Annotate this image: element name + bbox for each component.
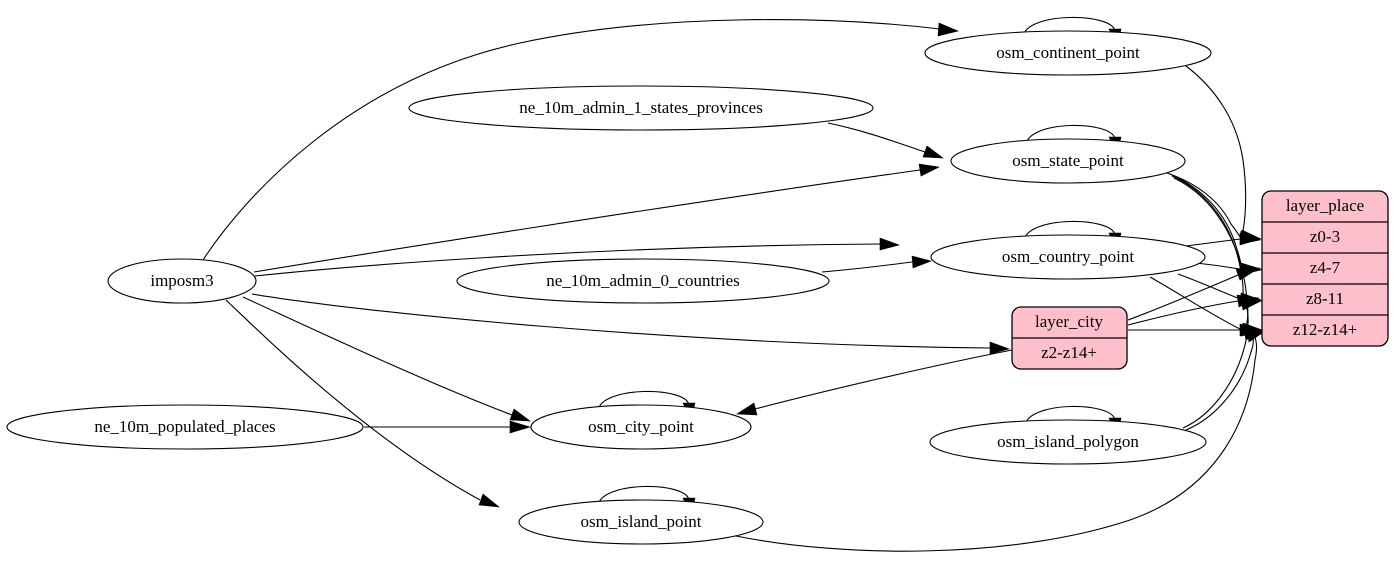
arrowhead bbox=[509, 420, 532, 434]
edge-layer-city-to-layer-place-z8-11 bbox=[1127, 300, 1239, 326]
node-osm-country-point[interactable]: osm_country_point bbox=[930, 234, 1206, 280]
node-osm-island-point[interactable]: osm_island_point bbox=[518, 499, 764, 545]
node-shape-ellipse[interactable] bbox=[924, 30, 1212, 76]
edge-osm-island-polygon-to-layer-place-z12-z14 bbox=[1185, 331, 1254, 431]
node-shape-ellipse[interactable] bbox=[6, 404, 364, 450]
arrowhead bbox=[1235, 267, 1261, 281]
edge-osm-country-point-to-layer-place-z12-z14 bbox=[1149, 276, 1241, 330]
edge-self-loop-osm-continent-point bbox=[1022, 16, 1116, 38]
edge-self-loop-osm-island-polygon bbox=[1024, 405, 1116, 427]
record-node-layer-place[interactable]: layer_place z0-3 z4-7 z8-11 z12-z14+ bbox=[1261, 190, 1389, 347]
node-shape-ellipse[interactable] bbox=[408, 85, 874, 131]
arrowhead bbox=[736, 402, 758, 416]
edge-osm-state-point-to-layer-place-z8-11 bbox=[1171, 175, 1244, 299]
edge-self-loop-osm-country-point bbox=[1023, 220, 1116, 242]
node-ne-10m-admin-1-states-provinces[interactable]: ne_10m_admin_1_states_provinces bbox=[408, 85, 874, 131]
edge-osm-country-point-to-layer-place-z4-7 bbox=[1195, 262, 1241, 270]
edge-self-loop-osm-island-point bbox=[597, 485, 690, 507]
arrowhead bbox=[478, 493, 500, 508]
edge-osm-state-point-to-layer-place-z0-3 bbox=[1166, 172, 1241, 238]
node-shape-ellipse[interactable] bbox=[518, 499, 764, 545]
node-shape-ellipse[interactable] bbox=[530, 404, 752, 450]
arrowhead bbox=[1246, 330, 1266, 343]
node-osm-city-point[interactable]: osm_city_point bbox=[530, 404, 752, 450]
arrowhead bbox=[911, 255, 932, 269]
node-osm-state-point[interactable]: osm_state_point bbox=[950, 138, 1186, 184]
edge-osm-continent-point-to-layer-place-z0-3 bbox=[1185, 65, 1247, 237]
node-shape-ellipse[interactable] bbox=[929, 419, 1207, 465]
edge-imposm3-to-osm-island-point bbox=[225, 299, 481, 501]
record-node-layer-city[interactable]: layer_city z2-z14+ bbox=[1011, 306, 1128, 370]
node-ne-10m-admin-0-countries[interactable]: ne_10m_admin_0_countries bbox=[456, 258, 830, 304]
node-ne-10m-populated-places[interactable]: ne_10m_populated_places bbox=[6, 404, 364, 450]
edge-ne-states-to-osm-state-point bbox=[827, 122, 926, 153]
node-imposm3[interactable]: imposm3 bbox=[107, 258, 257, 304]
edge-layer-city-to-layer-place-z4-7 bbox=[1127, 274, 1239, 321]
node-shape-ellipse[interactable] bbox=[456, 258, 830, 304]
edge-osm-state-point-to-layer-place-z12-z14 bbox=[1173, 177, 1249, 329]
node-layer: imposm3 ne_10m_admin_1_states_provinces … bbox=[6, 30, 1212, 545]
edge-layer-city-to-osm-city-point bbox=[754, 349, 1013, 410]
edge-imposm3-to-osm-city-point bbox=[242, 296, 513, 416]
node-shape-ellipse[interactable] bbox=[930, 234, 1206, 280]
arrowhead bbox=[1240, 298, 1263, 311]
arrowhead bbox=[918, 163, 940, 177]
arrowhead bbox=[509, 408, 531, 422]
edge-self-loop-osm-state-point bbox=[1025, 124, 1116, 146]
edge-osm-country-point-to-layer-place-z0-3 bbox=[1185, 238, 1241, 247]
arrowhead bbox=[1239, 232, 1262, 246]
node-osm-island-polygon[interactable]: osm_island_polygon bbox=[929, 419, 1207, 465]
edge-osm-island-point-to-layer-place-z12-z14 bbox=[735, 333, 1258, 552]
arrowhead bbox=[989, 341, 1010, 355]
edge-imposm3-to-osm-country-point bbox=[254, 243, 881, 277]
node-shape-ellipse[interactable] bbox=[107, 258, 257, 304]
edge-layer bbox=[202, 16, 1266, 552]
edge-osm-island-polygon-to-layer-place-z8-11 bbox=[1182, 302, 1249, 429]
edge-ne-countries-to-osm-country-point bbox=[821, 261, 913, 273]
arrowhead bbox=[922, 145, 944, 159]
node-osm-continent-point[interactable]: osm_continent_point bbox=[924, 30, 1212, 76]
edge-imposm3-to-osm-state-point bbox=[253, 169, 921, 273]
edge-self-loop-osm-city-point bbox=[597, 390, 690, 412]
node-shape-ellipse[interactable] bbox=[950, 138, 1186, 184]
arrowhead bbox=[879, 237, 900, 251]
edge-imposm3-to-osm-continent-point bbox=[202, 19, 941, 261]
arrowhead bbox=[937, 22, 959, 37]
record-box-shape[interactable] bbox=[1261, 190, 1389, 347]
edge-imposm3-to-layer-city bbox=[251, 293, 991, 349]
